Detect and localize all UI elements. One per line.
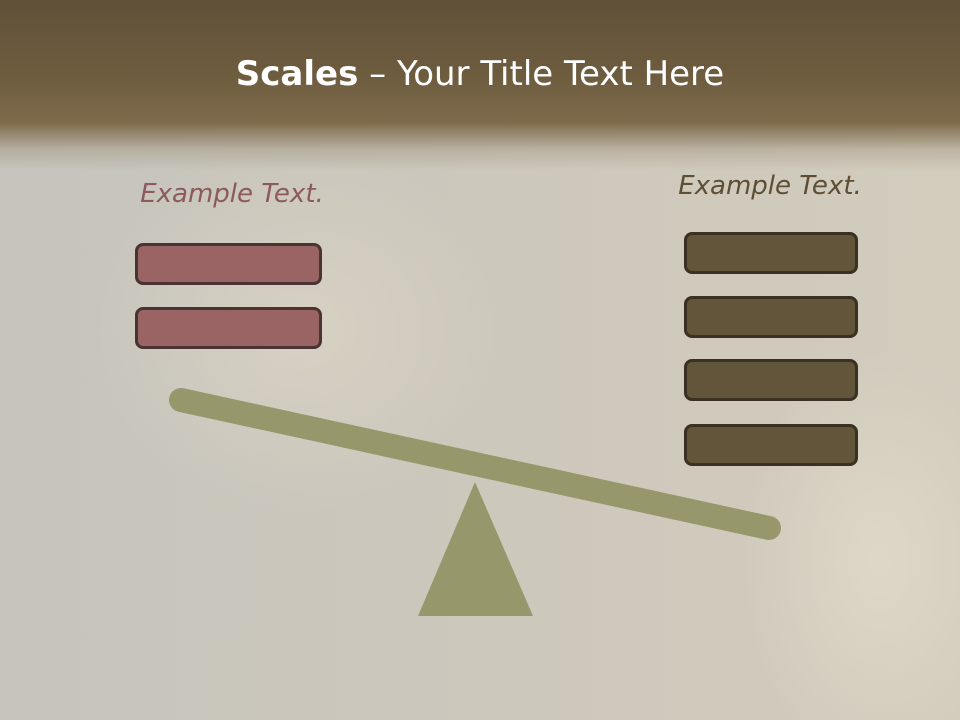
slide-title-bold: Scales — [235, 54, 359, 94]
title-band — [0, 0, 960, 170]
right-box-2[interactable] — [684, 296, 858, 338]
right-box-3[interactable] — [684, 359, 858, 401]
right-box-4[interactable] — [684, 424, 858, 466]
scale-fulcrum — [418, 482, 533, 616]
scale-beam — [169, 388, 781, 540]
left-box-1[interactable] — [135, 243, 322, 285]
left-box-2[interactable] — [135, 307, 322, 349]
slide-title: Scales – Your Title Text Here — [0, 52, 960, 96]
right-example-label: Example Text. — [678, 171, 862, 201]
left-example-label: Example Text. — [140, 179, 324, 209]
right-box-1[interactable] — [684, 232, 858, 274]
slide-title-rest: – Your Title Text Here — [358, 54, 725, 94]
